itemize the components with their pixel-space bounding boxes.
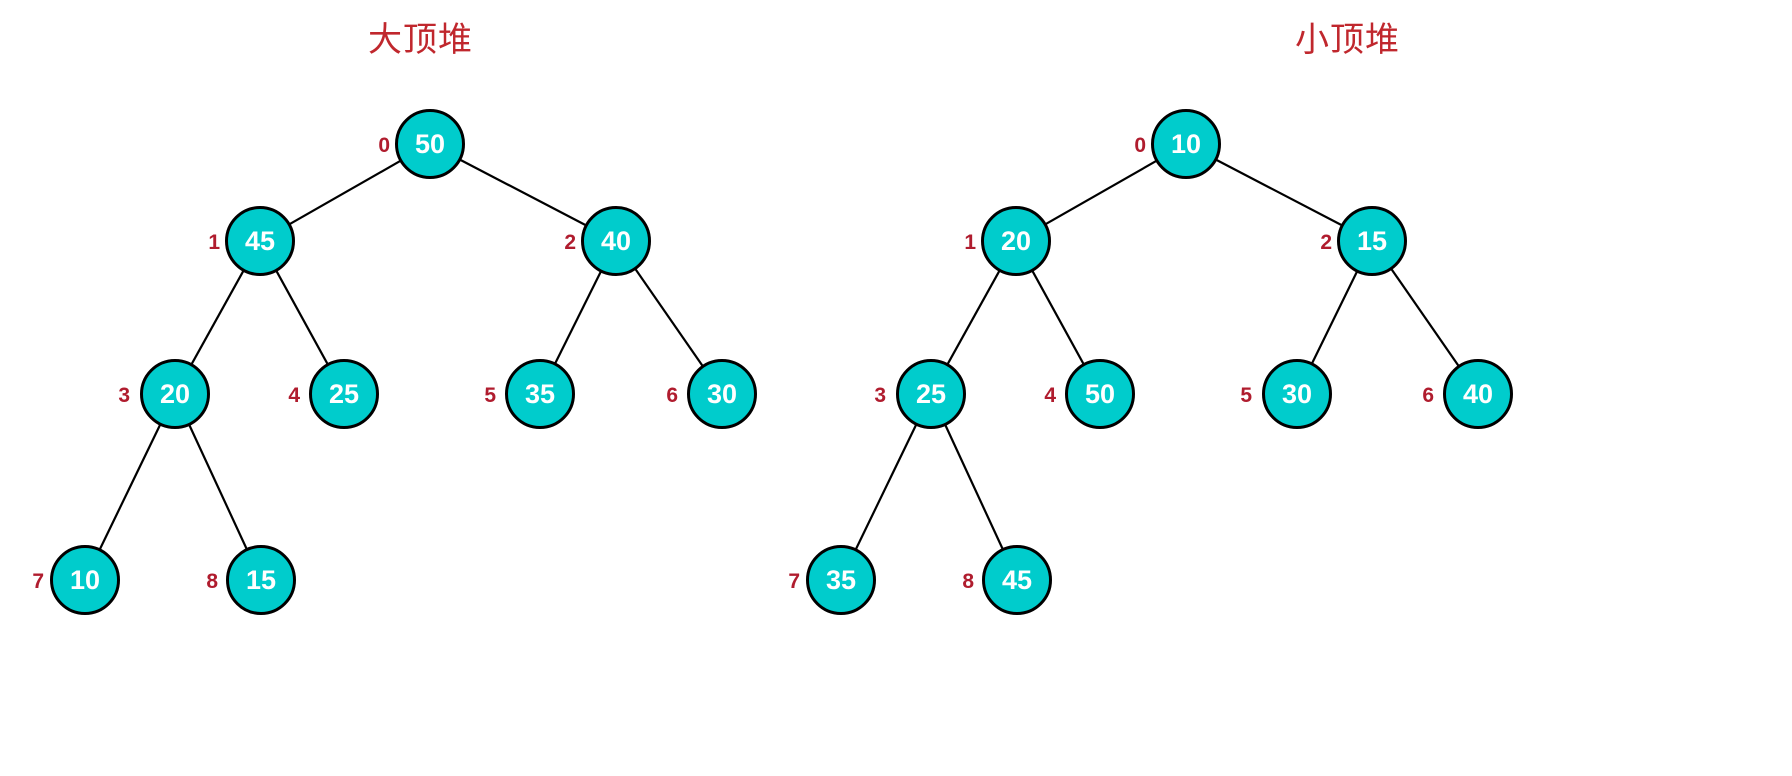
node-index-label: 2 xyxy=(1320,231,1332,254)
node-index-label: 0 xyxy=(1134,134,1146,157)
tree-node[interactable]: 35 xyxy=(505,359,575,429)
tree-edge xyxy=(1215,158,1343,227)
node-index-label: 3 xyxy=(118,384,130,407)
tree-node[interactable]: 50 xyxy=(395,109,465,179)
tree-edge xyxy=(188,424,248,550)
tree-node[interactable]: 40 xyxy=(1443,359,1513,429)
tree-edge xyxy=(634,268,704,367)
tree-node[interactable]: 45 xyxy=(982,545,1052,615)
node-index-label: 6 xyxy=(1422,384,1434,407)
tree-node[interactable]: 50 xyxy=(1065,359,1135,429)
tree-title-max-heap: 大顶堆 xyxy=(368,20,473,60)
tree-edge xyxy=(288,159,402,226)
tree-node[interactable]: 10 xyxy=(1151,109,1221,179)
tree-edge xyxy=(1310,271,1359,364)
tree-node[interactable]: 35 xyxy=(806,545,876,615)
tree-node[interactable]: 15 xyxy=(1337,206,1407,276)
tree-edge xyxy=(1390,268,1460,367)
tree-edge xyxy=(98,424,162,550)
node-index-label: 3 xyxy=(874,384,886,407)
tree-edge xyxy=(854,424,918,550)
node-index-label: 4 xyxy=(288,384,300,407)
tree-node[interactable]: 20 xyxy=(140,359,210,429)
tree-edge xyxy=(190,270,245,365)
node-index-label: 4 xyxy=(1044,384,1056,407)
tree-node[interactable]: 25 xyxy=(309,359,379,429)
node-index-label: 7 xyxy=(788,570,800,593)
tree-edge xyxy=(946,270,1001,365)
tree-node[interactable]: 45 xyxy=(225,206,295,276)
tree-edge xyxy=(944,424,1004,550)
tree-node[interactable]: 15 xyxy=(226,545,296,615)
node-index-label: 0 xyxy=(378,134,390,157)
node-index-label: 1 xyxy=(964,231,976,254)
tree-node[interactable]: 30 xyxy=(687,359,757,429)
tree-node[interactable]: 25 xyxy=(896,359,966,429)
node-index-label: 5 xyxy=(1240,384,1252,407)
tree-node[interactable]: 30 xyxy=(1262,359,1332,429)
tree-node[interactable]: 40 xyxy=(581,206,651,276)
node-index-label: 5 xyxy=(484,384,496,407)
tree-edge xyxy=(275,270,329,365)
tree-edge xyxy=(1031,270,1085,365)
node-index-label: 8 xyxy=(206,570,218,593)
node-index-label: 7 xyxy=(32,570,44,593)
tree-edge xyxy=(459,158,587,227)
tree-edge xyxy=(554,270,602,365)
node-index-label: 1 xyxy=(208,231,220,254)
tree-node[interactable]: 10 xyxy=(50,545,120,615)
tree-edge xyxy=(1044,159,1158,226)
tree-title-min-heap: 小顶堆 xyxy=(1295,20,1400,60)
node-index-label: 2 xyxy=(564,231,576,254)
tree-node[interactable]: 20 xyxy=(981,206,1051,276)
node-index-label: 6 xyxy=(666,384,678,407)
node-index-label: 8 xyxy=(962,570,974,593)
